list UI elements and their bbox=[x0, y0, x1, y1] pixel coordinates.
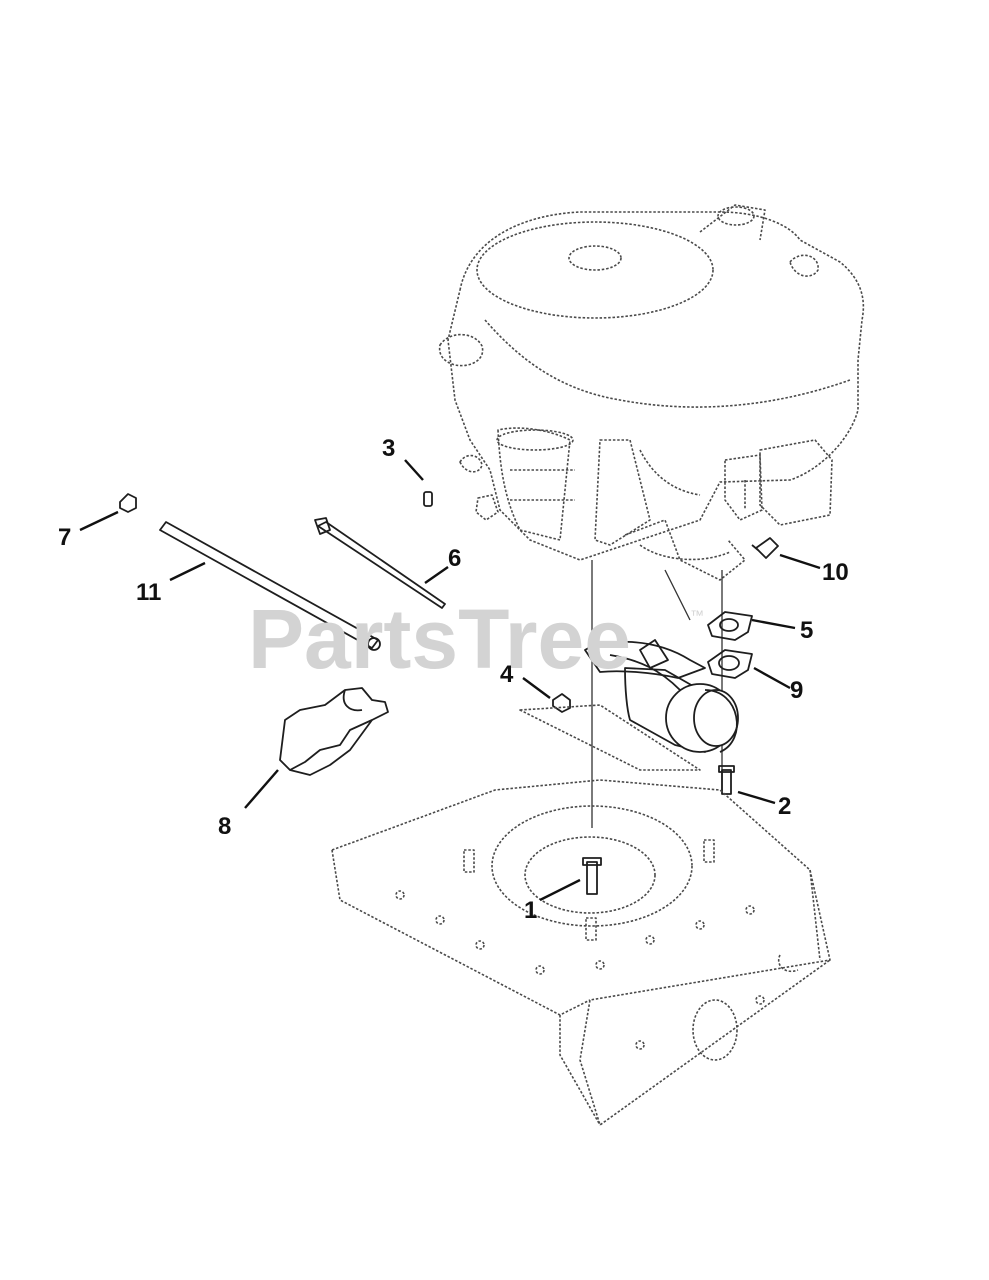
callout-5[interactable]: 5 bbox=[800, 617, 813, 644]
leader-10 bbox=[779, 553, 821, 570]
callout-3[interactable]: 3 bbox=[382, 435, 395, 462]
leader-9 bbox=[753, 666, 791, 690]
leader-6 bbox=[424, 566, 449, 584]
gaskets-drawing bbox=[707, 611, 753, 679]
callout-11[interactable]: 11 bbox=[136, 579, 161, 606]
leader-8 bbox=[244, 769, 279, 809]
callout-6[interactable]: 6 bbox=[448, 545, 461, 572]
callout-1[interactable]: 1 bbox=[524, 897, 537, 924]
callout-labels: 3 7 11 6 10 5 9 4 2 8 1 bbox=[58, 435, 849, 924]
watermark: PartsTree ™ bbox=[248, 592, 704, 686]
fitting-drawing bbox=[751, 537, 779, 559]
leader-5 bbox=[751, 618, 796, 630]
callout-2[interactable]: 2 bbox=[778, 793, 791, 820]
leader-7 bbox=[79, 510, 119, 532]
alignment-lines bbox=[591, 560, 723, 828]
leader-2 bbox=[737, 790, 776, 805]
leader-1 bbox=[539, 878, 581, 902]
watermark-text: PartsTree bbox=[248, 592, 631, 686]
engine-drawing bbox=[438, 204, 865, 581]
base-plate-drawing bbox=[331, 704, 831, 1126]
callout-9[interactable]: 9 bbox=[790, 677, 803, 704]
leader-11 bbox=[169, 561, 206, 582]
callout-10[interactable]: 10 bbox=[822, 559, 849, 586]
leader-4 bbox=[522, 677, 551, 699]
watermark-trademark: ™ bbox=[690, 607, 704, 623]
callout-8[interactable]: 8 bbox=[218, 813, 231, 840]
leader-lines bbox=[79, 459, 821, 902]
callout-7[interactable]: 7 bbox=[58, 524, 71, 551]
callout-4[interactable]: 4 bbox=[500, 661, 514, 688]
leader-3 bbox=[404, 459, 424, 481]
hardware-drawing bbox=[119, 491, 735, 895]
muffler-drawing bbox=[584, 639, 739, 753]
